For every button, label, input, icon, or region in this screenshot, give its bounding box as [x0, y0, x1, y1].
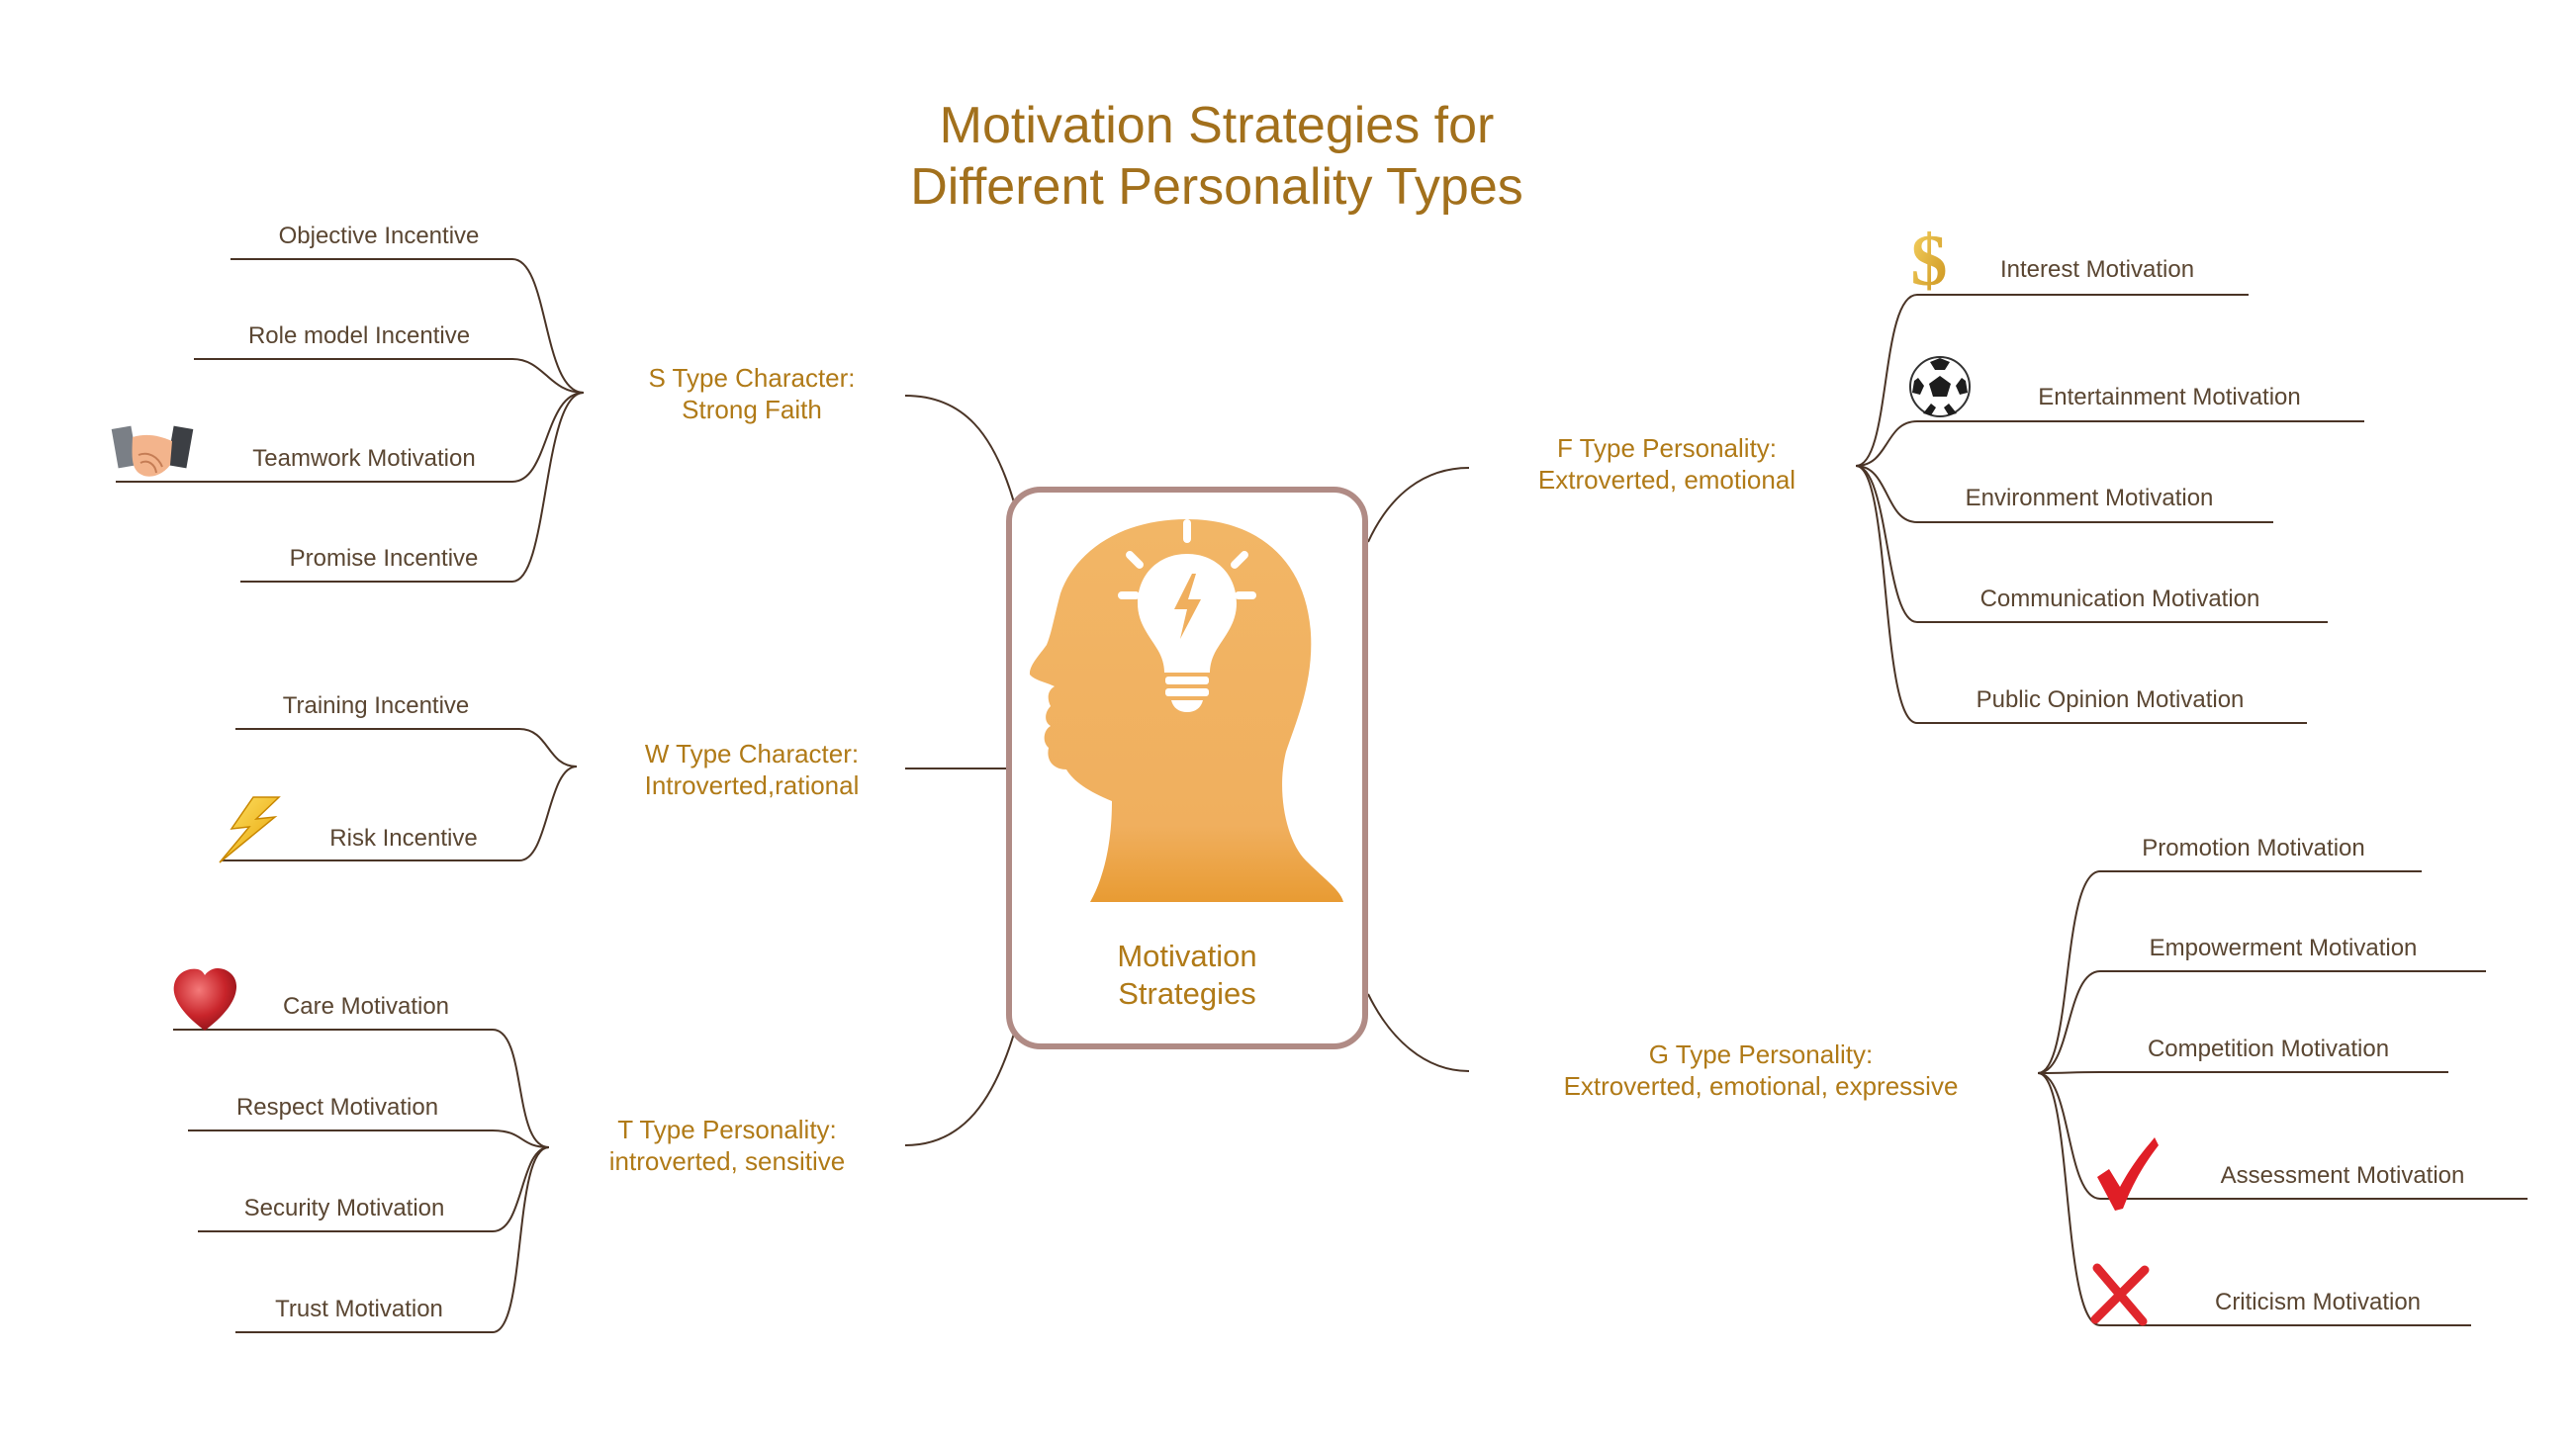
heart-icon [173, 968, 237, 1031]
branch-s-line-2: Strong Faith [682, 395, 822, 424]
title-line-1: Motivation Strategies for [939, 97, 1495, 154]
dollar-icon: $ [1911, 221, 1948, 302]
leaf-respect-motivation: Respect Motivation [235, 1094, 439, 1121]
branch-s-line-1: S Type Character: [648, 363, 856, 393]
leaf-public-opinion-motivation: Public Opinion Motivation [1976, 686, 2245, 713]
connector-s-leaf-2 [194, 358, 585, 394]
center-node-label: Motivation Strategies [1009, 938, 1365, 1013]
connector-f-leaf-1 [1855, 294, 2249, 467]
leaf-risk-incentive: Risk Incentive [329, 825, 478, 852]
leaf-promotion-motivation: Promotion Motivation [2142, 835, 2365, 861]
branch-t-line-2: introverted, sensitive [608, 1146, 846, 1176]
leaf-empowerment-motivation: Empowerment Motivation [2149, 935, 2418, 961]
leaf-promise-incentive: Promise Incentive [289, 545, 479, 572]
connector-g-leaf-3 [2037, 1071, 2448, 1074]
leaf-trust-motivation: Trust Motivation [275, 1296, 443, 1322]
soccer-ball-icon [1909, 356, 1971, 417]
leaf-care-motivation: Care Motivation [282, 993, 450, 1020]
connector-w-leaf-1 [235, 728, 578, 768]
leaf-assessment-motivation: Assessment Motivation [2220, 1162, 2465, 1189]
branch-w-label: W Type Character: Introverted,rational [594, 738, 910, 801]
cross-icon [2090, 1263, 2150, 1326]
connector-f-leaf-4 [1855, 465, 2328, 623]
connector-center-t [904, 1033, 1015, 1146]
leaf-teamwork-motivation: Teamwork Motivation [252, 445, 476, 472]
connector-t-leaf-4 [235, 1146, 550, 1333]
connector-g-leaf-2 [2037, 970, 2486, 1074]
center-label-line-1: Motivation [1117, 939, 1257, 973]
leaf-training-incentive: Training Incentive [282, 692, 470, 719]
leaf-security-motivation: Security Motivation [243, 1195, 445, 1221]
leaf-communication-motivation: Communication Motivation [1979, 586, 2260, 612]
branch-f-label: F Type Personality: Extroverted, emotion… [1504, 432, 1830, 496]
connector-t-leaf-1 [173, 1029, 550, 1148]
lightning-icon [219, 796, 281, 863]
connector-s-leaf-4 [240, 392, 585, 583]
branch-g-line-2: Extroverted, emotional, expressive [1563, 1071, 1959, 1101]
leaf-criticism-motivation: Criticism Motivation [2214, 1289, 2422, 1315]
branch-t-line-1: T Type Personality: [617, 1115, 837, 1144]
branch-f-line-1: F Type Personality: [1556, 433, 1778, 463]
connector-w-leaf-2 [222, 766, 578, 861]
connector-f-leaf-5 [1855, 465, 2307, 724]
title-line-2: Different Personality Types [910, 158, 1523, 216]
connector-f-leaf-2 [1855, 420, 2364, 467]
branch-f-line-2: Extroverted, emotional [1537, 465, 1796, 495]
handshake-icon [111, 425, 194, 477]
leaf-interest-motivation: Interest Motivation [1999, 256, 2195, 283]
connector-t-leaf-3 [198, 1146, 550, 1232]
connector-center-f [1367, 467, 1470, 543]
connector-t-leaf-2 [188, 1130, 550, 1148]
branch-w-line-2: Introverted,rational [644, 770, 860, 800]
branch-s-label: S Type Character: Strong Faith [594, 362, 910, 425]
leaf-environment-motivation: Environment Motivation [1965, 485, 2214, 511]
connector-f-leaf-3 [1855, 465, 2273, 523]
head-lightbulb-icon [1029, 519, 1343, 902]
leaf-competition-motivation: Competition Motivation [2147, 1036, 2390, 1062]
diagram-title: Motivation Strategies for Different Pers… [692, 95, 1741, 218]
branch-w-line-1: W Type Character: [644, 739, 860, 768]
checkmark-icon [2097, 1137, 2159, 1211]
leaf-entertainment-motivation: Entertainment Motivation [2038, 384, 2301, 410]
branch-t-label: T Type Personality: introverted, sensiti… [569, 1114, 885, 1177]
connector-g-leaf-4 [2037, 1072, 2528, 1200]
center-label-line-2: Strategies [1118, 976, 1256, 1011]
connector-s-leaf-3 [116, 392, 585, 483]
connector-s-leaf-1 [230, 258, 585, 394]
leaf-role-model-incentive: Role model Incentive [247, 322, 471, 349]
connector-g-leaf-1 [2037, 870, 2422, 1074]
connector-center-s [904, 395, 1015, 503]
connector-center-g [1367, 993, 1470, 1072]
leaf-objective-incentive: Objective Incentive [278, 223, 480, 249]
branch-g-line-1: G Type Personality: [1648, 1039, 1874, 1069]
branch-g-label: G Type Personality: Extroverted, emotion… [1514, 1039, 2008, 1102]
